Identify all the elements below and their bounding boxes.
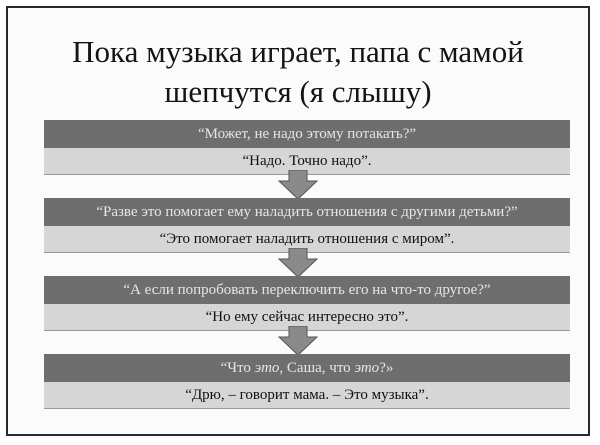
down-arrow-icon (278, 170, 318, 200)
step-4-question-emphasis: это (254, 360, 280, 376)
step-4-question-part: ?» (379, 360, 394, 376)
slide-title: Пока музыка играет, папа с мамой шепчутс… (8, 32, 588, 112)
title-line-1: Пока музыка играет, папа с мамой (72, 34, 524, 69)
step-1: “Может, не надо этому потакать?” “Надо. … (44, 120, 570, 175)
title-line-2: шепчутся (я слышу) (164, 74, 432, 109)
down-arrow-icon (278, 248, 318, 278)
step-2-answer: “Это помогает наладить отношения с миром… (44, 226, 570, 253)
step-4-question-part: , Саша, что (279, 360, 355, 376)
step-3: “А если попробовать переключить его на ч… (44, 276, 570, 331)
down-arrow-icon (278, 326, 318, 356)
step-4: “Что это, Саша, что это?» “Дрю, – говори… (44, 354, 570, 409)
step-4-question: “Что это, Саша, что это?» (44, 354, 570, 382)
step-4-question-part: “Что (220, 360, 255, 376)
slide: Пока музыка играет, папа с мамой шепчутс… (6, 6, 590, 436)
step-3-question: “А если попробовать переключить его на ч… (44, 276, 570, 304)
step-2-question: “Разве это помогает ему наладить отношен… (44, 198, 570, 226)
step-2: “Разве это помогает ему наладить отношен… (44, 198, 570, 253)
step-4-answer: “Дрю, – говорит мама. – Это музыка”. (44, 382, 570, 409)
step-1-question: “Может, не надо этому потакать?” (44, 120, 570, 148)
step-4-question-emphasis: это (354, 360, 380, 376)
